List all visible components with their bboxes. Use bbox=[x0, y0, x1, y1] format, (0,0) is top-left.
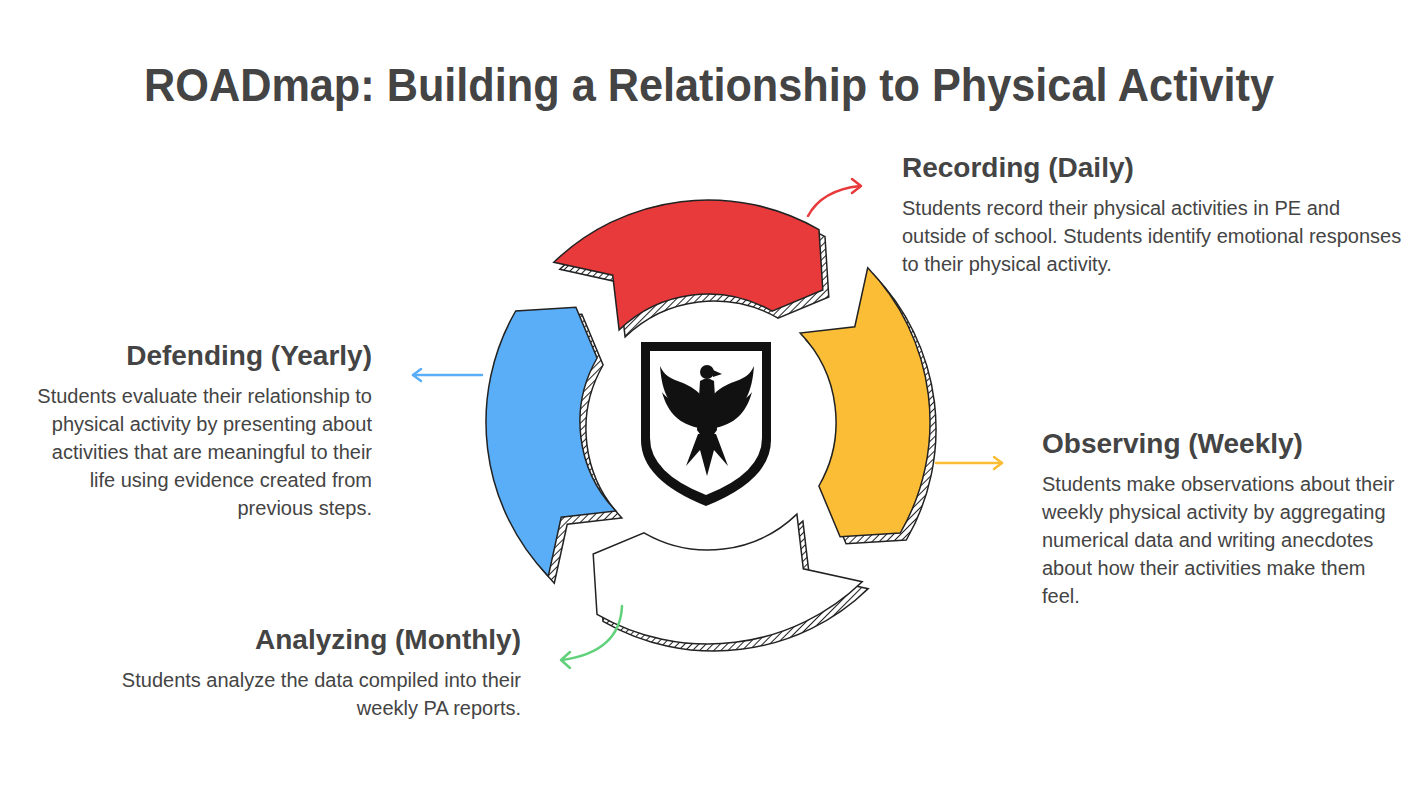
step-heading: Defending (Yearly) bbox=[28, 338, 372, 374]
step-heading: Analyzing (Monthly) bbox=[91, 622, 521, 658]
cycle-segment bbox=[800, 268, 930, 537]
leader-arrow bbox=[413, 179, 1002, 668]
illustration-part bbox=[713, 370, 722, 377]
phoenix-shield bbox=[641, 342, 771, 506]
cycle-segment bbox=[554, 200, 823, 330]
diagram-title: ROADmap: Building a Relationship to Phys… bbox=[0, 58, 1418, 112]
illustration-part bbox=[662, 392, 700, 428]
step-heading: Recording (Daily) bbox=[902, 150, 1402, 186]
cycle-segment bbox=[593, 514, 862, 644]
illustration-part bbox=[994, 457, 1002, 469]
step-description: Students analyze the data compiled into … bbox=[91, 666, 521, 722]
illustration-part bbox=[413, 369, 421, 381]
illustration-part bbox=[808, 186, 860, 216]
cycle-segment bbox=[486, 307, 616, 576]
illustration-part bbox=[697, 379, 717, 439]
cycle-segments bbox=[486, 200, 936, 651]
step-description: Students make observations about their w… bbox=[1042, 470, 1404, 610]
step-description: Students record their physical activitie… bbox=[902, 194, 1402, 278]
illustration-part bbox=[686, 434, 728, 476]
step-block: Defending (Yearly) Students evaluate thei… bbox=[28, 338, 372, 522]
step-description: Students evaluate their relationship to … bbox=[28, 382, 372, 522]
illustration-part bbox=[700, 365, 714, 379]
step-block: Recording (Daily) Students record their p… bbox=[902, 150, 1402, 278]
title-text: ROADmap: Building a Relationship to Phys… bbox=[144, 58, 1274, 112]
step-block: Analyzing (Monthly) Students analyze the … bbox=[91, 622, 521, 722]
step-heading: Observing (Weekly) bbox=[1042, 426, 1404, 462]
illustration-part bbox=[936, 462, 1002, 465]
illustration-part bbox=[561, 652, 570, 668]
illustration-part bbox=[641, 342, 771, 506]
illustration-part bbox=[714, 392, 752, 428]
illustration-part bbox=[852, 179, 861, 193]
step-block: Observing (Weekly) Students make observat… bbox=[1042, 426, 1404, 610]
illustration-part bbox=[650, 351, 762, 495]
illustration-part bbox=[413, 374, 482, 377]
